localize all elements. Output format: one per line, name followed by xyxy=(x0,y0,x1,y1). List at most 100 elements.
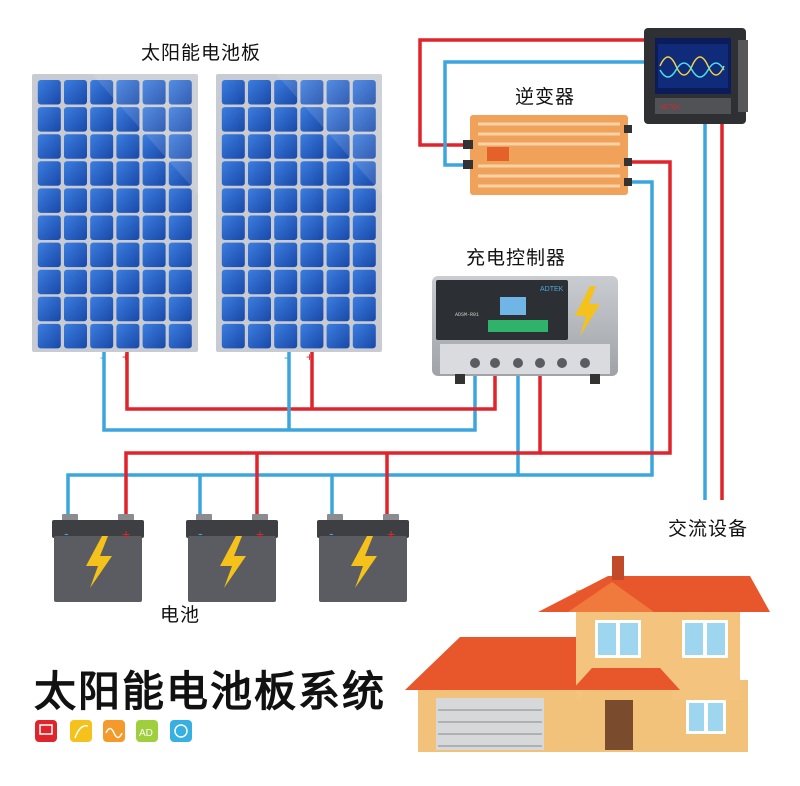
inverter-display xyxy=(487,147,509,161)
solar-cell xyxy=(116,323,140,349)
controller-lcd xyxy=(500,297,526,315)
solar-cell xyxy=(116,188,140,213)
solar-cell xyxy=(248,215,271,240)
solar-cell xyxy=(64,161,87,186)
solar-cell xyxy=(116,80,140,105)
controller-buttons xyxy=(488,320,548,332)
solar-cell xyxy=(352,296,376,322)
solar-cell xyxy=(300,242,324,268)
meter-plot-area xyxy=(658,44,728,88)
solar-cell xyxy=(248,242,271,268)
solar-cell xyxy=(352,80,376,105)
solar-cell xyxy=(168,80,192,105)
solar-cell xyxy=(221,296,245,322)
battery-negative-bus xyxy=(66,368,520,515)
solar-cell xyxy=(352,134,376,159)
solar-cell xyxy=(142,107,166,132)
signal-icon xyxy=(70,720,92,742)
solar-cell xyxy=(352,107,376,132)
solar-cell xyxy=(116,242,140,268)
solar-cell xyxy=(300,161,324,186)
footer-icons: AD xyxy=(35,720,192,742)
solar-cell xyxy=(90,188,114,213)
solar-cell xyxy=(221,242,245,268)
solar-cell xyxy=(90,161,114,186)
solar-cell xyxy=(37,188,61,213)
solar-cell xyxy=(274,161,298,186)
panel-positive-terminal: + xyxy=(122,350,129,364)
solar-panel: -+ xyxy=(32,74,198,364)
solar-cell xyxy=(64,323,87,349)
solar-cell xyxy=(64,215,87,240)
chimney xyxy=(612,556,624,580)
solar-cell xyxy=(168,269,192,295)
solar-cell xyxy=(64,107,87,132)
solar-cell xyxy=(142,269,166,295)
solar-cell xyxy=(300,215,324,240)
solar-cell xyxy=(326,323,350,349)
solar-cell xyxy=(274,134,298,159)
house xyxy=(405,556,770,752)
solar-cell xyxy=(248,107,271,132)
solar-cell xyxy=(142,80,166,105)
lightning-icon xyxy=(575,286,600,336)
solar-cell xyxy=(64,80,87,105)
solar-cell xyxy=(248,134,271,159)
solar-cell xyxy=(64,296,87,322)
solar-cell xyxy=(300,296,324,322)
solar-cell xyxy=(221,269,245,295)
solar-cell xyxy=(116,134,140,159)
solar-cell xyxy=(116,269,140,295)
top-roof xyxy=(538,576,770,612)
solar-cell xyxy=(142,134,166,159)
solar-cell xyxy=(221,80,245,105)
solar-cell xyxy=(168,188,192,213)
solar-cell xyxy=(248,80,271,105)
solar-cell xyxy=(300,107,324,132)
battery-positive-bus xyxy=(124,368,542,515)
panel-negative-terminal: - xyxy=(100,350,104,364)
page-title: 太阳能电池板系统 xyxy=(34,667,387,716)
solar-cell xyxy=(221,134,245,159)
solar-cell xyxy=(221,323,245,349)
panel-positive-terminal: + xyxy=(306,350,313,364)
solar-cell xyxy=(300,80,324,105)
solar-cell xyxy=(248,188,271,213)
inverter xyxy=(463,115,632,195)
solar-cell xyxy=(168,161,192,186)
solar-cell xyxy=(221,107,245,132)
solar-cell xyxy=(37,215,61,240)
meter-side xyxy=(738,40,748,112)
controller-foot xyxy=(590,374,600,384)
inverter-label: 逆变器 xyxy=(515,86,576,108)
controller-terminal-strip xyxy=(440,344,610,374)
solar-cell xyxy=(326,215,350,240)
solar-cell xyxy=(116,161,140,186)
solar-cell xyxy=(274,269,298,295)
solar-cell xyxy=(274,80,298,105)
solar-cell xyxy=(326,80,350,105)
ac-equipment-label: 交流设备 xyxy=(668,518,749,540)
solar-panels: -+-+ xyxy=(32,74,382,364)
solar-cell xyxy=(248,269,271,295)
solar-cell xyxy=(221,188,245,213)
battery: -+ xyxy=(186,514,278,602)
solar-cell xyxy=(116,107,140,132)
solar-cell xyxy=(90,80,114,105)
solar-cell xyxy=(248,161,271,186)
battery-negative-terminal: - xyxy=(198,525,203,541)
solar-cell xyxy=(142,242,166,268)
solar-cell xyxy=(326,296,350,322)
solar-cell xyxy=(326,134,350,159)
solar-cell xyxy=(248,323,271,349)
solar-cell xyxy=(274,296,298,322)
solar-cell xyxy=(300,134,324,159)
solar-cell xyxy=(142,296,166,322)
meter-keypad xyxy=(655,98,731,114)
solar-cell xyxy=(37,323,61,349)
solar-cell xyxy=(274,215,298,240)
battery: -+ xyxy=(317,514,409,602)
inverter-positive-feed xyxy=(540,160,672,455)
solar-cell xyxy=(37,242,61,268)
